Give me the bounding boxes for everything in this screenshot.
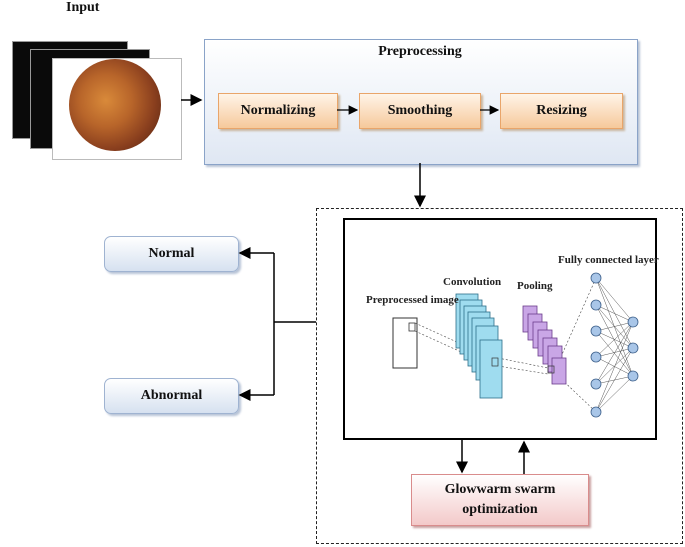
preprocessed-image-rect (392, 317, 418, 369)
fc-nodes-hidden (590, 272, 602, 418)
cnn-illustration (392, 272, 639, 418)
fc-connections (595, 277, 634, 413)
label-preprocessed-image: Preprocessed image (366, 294, 459, 306)
output-abnormal: Abnormal (104, 378, 239, 414)
glowworm-swarm-optimization-box: Glowwarm swarm optimization (411, 474, 589, 526)
label-convolution: Convolution (443, 276, 502, 288)
optimizer-line-1: Glowwarm swarm (444, 482, 556, 497)
preprocessed-image-patch (408, 322, 416, 332)
step-smoothing: Smoothing (359, 93, 481, 129)
fundus-photo (69, 59, 161, 151)
classifier-container (316, 208, 683, 544)
step-normalizing: Normalizing (218, 93, 338, 129)
convolution-stack (455, 293, 503, 399)
label-fully-connected: Fully connected layer (558, 254, 659, 266)
input-fundus-image (52, 58, 182, 160)
input-label: Input (66, 0, 100, 15)
step-resizing: Resizing (500, 93, 623, 129)
fc-nodes-output (627, 316, 639, 382)
pooling-stack (522, 305, 567, 385)
optimizer-line-2: optimization (462, 502, 538, 517)
label-pooling: Pooling (517, 280, 553, 292)
output-normal: Normal (104, 236, 239, 272)
preprocessing-title: Preprocessing (378, 44, 462, 59)
